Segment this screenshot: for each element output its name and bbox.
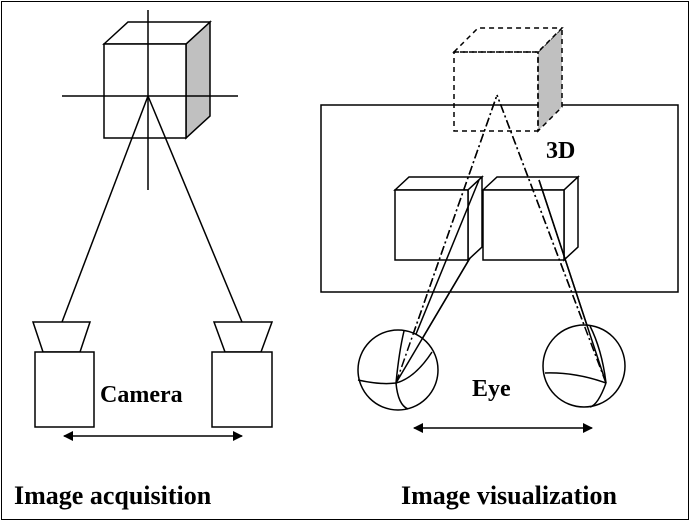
camera-label: Camera <box>100 382 183 408</box>
caption-image-acquisition: Image acquisition <box>14 481 212 510</box>
left-camera <box>31 321 95 428</box>
object-cube <box>102 20 212 140</box>
visualization-panel <box>320 26 679 433</box>
right-eye <box>496 94 626 408</box>
three-d-label: 3D <box>546 138 576 164</box>
caption-image-visualization: Image visualization <box>401 481 617 510</box>
left-image-box <box>393 175 484 262</box>
eye-label: Eye <box>472 376 511 402</box>
left-camera-ray <box>61 95 149 323</box>
right-image-box <box>481 175 580 262</box>
left-eye <box>357 94 498 411</box>
right-camera-ray <box>147 95 243 323</box>
right-camera <box>211 321 274 428</box>
acquisition-panel <box>31 10 274 441</box>
virtual-3d-cube <box>452 26 564 133</box>
